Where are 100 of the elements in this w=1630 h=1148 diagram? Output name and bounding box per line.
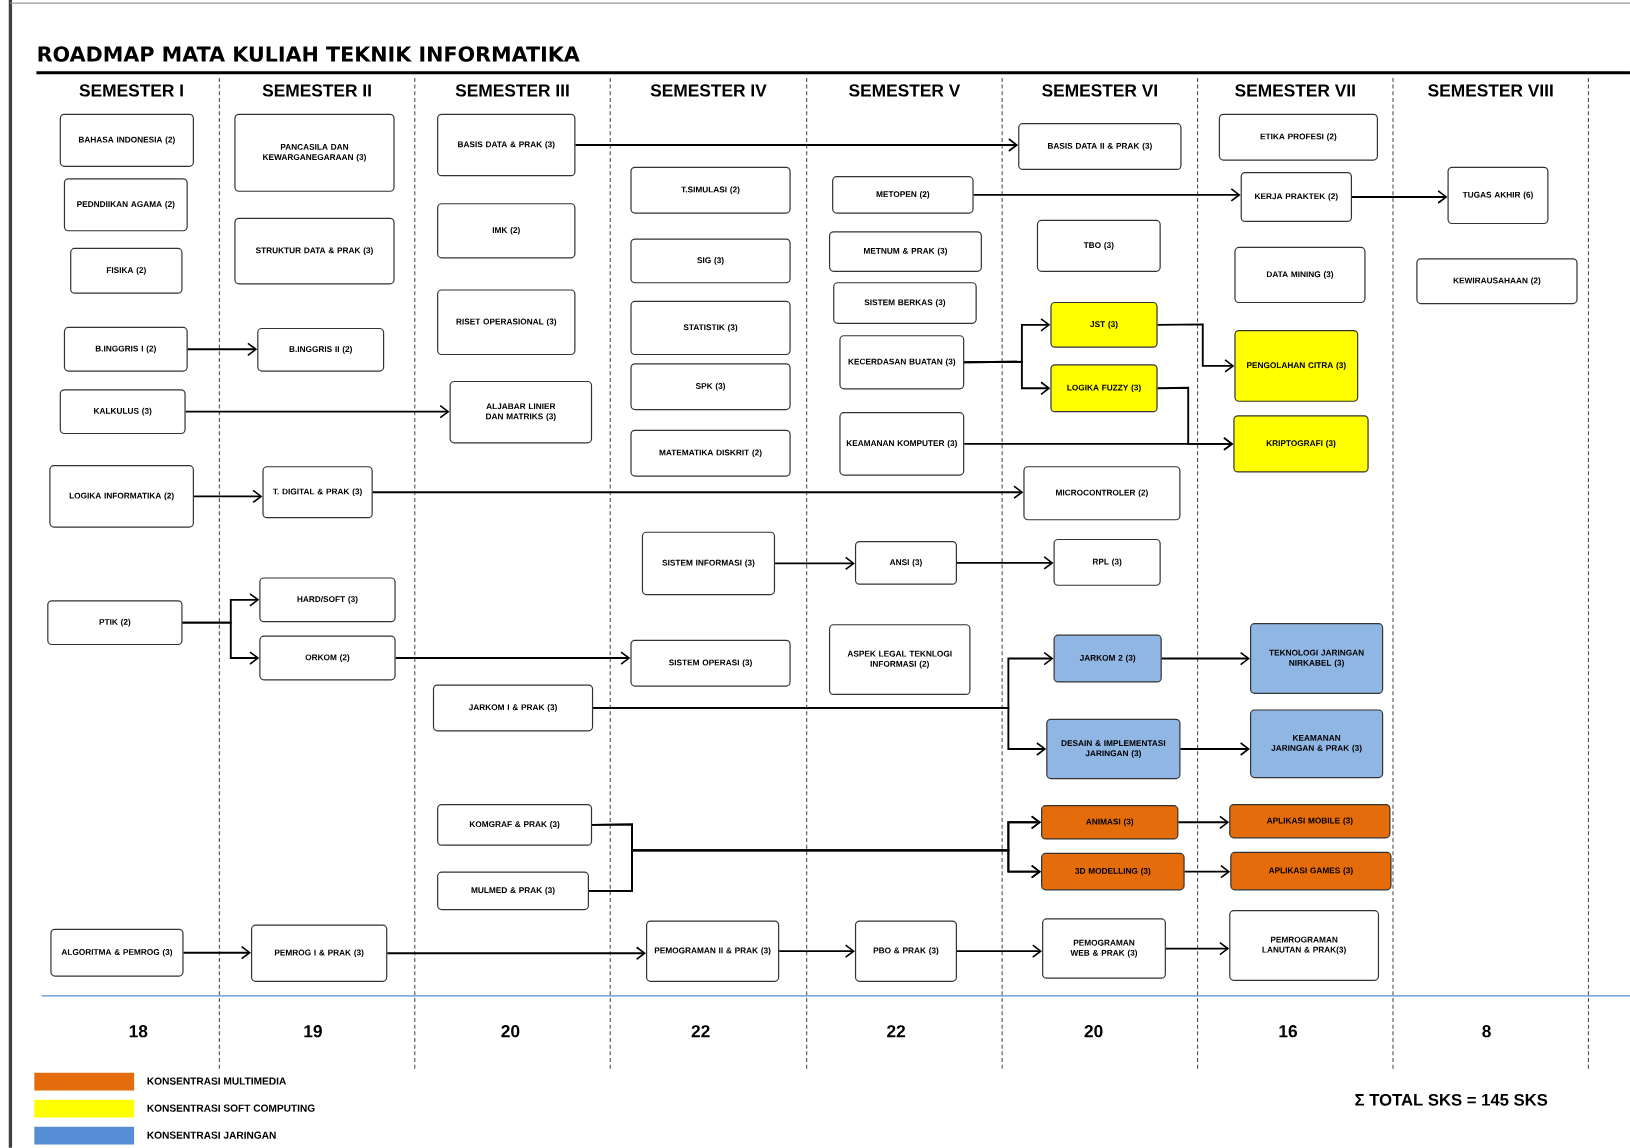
arrow [184, 404, 450, 419]
course-box: MULMED & PRAK (3) [437, 871, 589, 911]
course-box: B.INGGRIS II (2) [257, 327, 385, 372]
course-box: SISTEM INFORMASI (3) [641, 531, 776, 596]
column-header: SEMESTER I [79, 84, 183, 97]
credit-total: 20 [501, 1025, 520, 1038]
course-box: PEMROGRAMAN LANUTAN & PRAK(3) [1229, 910, 1380, 981]
course-box: KECERDASAN BUATAN (3) [839, 335, 965, 390]
column-header: SEMESTER IV [650, 84, 767, 97]
course-box: PENGOLAHAN CITRA (3) [1234, 329, 1359, 402]
course-box: ALGORITMA & PEMROG (3) [50, 928, 184, 977]
course-box: FISIKA (2) [70, 247, 183, 294]
course-box: PBO & PRAK (3) [854, 920, 957, 982]
arrow [386, 946, 646, 961]
arrow [574, 138, 1019, 152]
course-box: ORKOM (2) [259, 635, 396, 681]
course-box: SISTEM OPERASI (3) [630, 639, 791, 687]
course-box: RISET OPERASIONAL (3) [437, 289, 576, 356]
course-box: KEAMANAN JARINGAN & PRAK (3) [1250, 709, 1384, 779]
course-box: JARKOM 2 (3) [1053, 634, 1162, 683]
arrow [778, 944, 855, 958]
credit-total: 20 [1084, 1025, 1103, 1038]
course-box: TEKNOLOGI JARINGAN NIRKABEL (3) [1250, 623, 1384, 694]
course-box: JARKOM I & PRAK (3) [432, 684, 594, 732]
legend-text: KONSENTRASI SOFT COMPUTING [147, 1104, 315, 1112]
course-box: T.SIMULASI (2) [630, 166, 791, 214]
course-box: DESAIN & IMPLEMENTASI JARINGAN (3) [1046, 718, 1181, 780]
course-box: KALKULUS (3) [59, 389, 186, 435]
arrow [956, 944, 1043, 958]
arrow [371, 485, 1024, 500]
credit-total: 22 [691, 1025, 710, 1038]
course-box: IMK (2) [437, 203, 576, 259]
legend-text: KONSENTRASI MULTIMEDIA [147, 1077, 286, 1085]
course-box: SPK (3) [630, 363, 791, 411]
credit-total: 18 [129, 1025, 148, 1038]
arrow [956, 556, 1054, 570]
course-box: B.INGGRIS I (2) [63, 326, 188, 372]
course-box: METOPEN (2) [832, 176, 974, 214]
credit-total: 8 [1482, 1025, 1491, 1038]
course-box: KOMGRAF & PRAK (3) [437, 804, 593, 846]
course-box: SIG (3) [630, 238, 791, 284]
credit-total: 16 [1279, 1025, 1297, 1038]
column-header: SEMESTER VII [1235, 84, 1355, 97]
credit-total: 22 [887, 1025, 906, 1038]
course-box: ASPEK LEGAL TEKNLOGI INFORMASI (2) [828, 624, 971, 695]
course-box: STATISTIK (3) [630, 300, 791, 356]
course-box: MICROCONTROLER (2) [1023, 466, 1181, 521]
arrow [963, 360, 1051, 396]
arrow [963, 437, 1234, 451]
course-box: DATA MINING (3) [1234, 246, 1366, 304]
course-box: PEDNDIIKAN AGAMA (2) [63, 178, 188, 232]
legend-text: KONSENTRASI JARINGAN [147, 1131, 276, 1139]
total-credits: Σ TOTAL SKS = 145 SKS [1355, 1093, 1548, 1106]
title: ROADMAP MATA KULIAH TEKNIK INFORMATIKA [38, 46, 580, 62]
course-box: 3D MODELLING (3) [1041, 852, 1185, 891]
course-box: RPL (3) [1053, 538, 1161, 586]
course-box: KEWIRAUSAHAAN (2) [1416, 258, 1578, 305]
course-box: TUGAS AKHIR (6) [1447, 166, 1549, 225]
course-box: BAHASA INDONESIA (2) [59, 113, 194, 167]
arrow [193, 489, 263, 504]
column-header: SEMESTER V [849, 84, 961, 97]
course-box: BASIS DATA & PRAK (3) [437, 113, 576, 177]
arrow [1156, 323, 1235, 373]
course-box: T. DIGITAL & PRAK (3) [262, 466, 373, 519]
course-box: METNUM & PRAK (3) [828, 231, 982, 272]
arrow [774, 556, 855, 571]
course-box: APLIKASI MOBILE (3) [1229, 804, 1391, 839]
arrow [1183, 864, 1231, 879]
course-box: PEMOGRAMAN II & PRAK (3) [646, 920, 780, 982]
course-box: HARD/SOFT (3) [259, 577, 396, 623]
course-box: KRIPTOGRAFI (3) [1233, 415, 1369, 473]
course-box: PEMOGRAMAN WEB & PRAK (3) [1042, 918, 1166, 979]
course-box: JST (3) [1050, 301, 1158, 348]
course-box: SISTEM BERKAS (3) [833, 282, 977, 324]
course-box: MATEMATIKA DISKRIT (2) [630, 429, 791, 477]
arrow [1177, 815, 1230, 830]
arrow [592, 707, 1047, 756]
column-header: SEMESTER VI [1042, 84, 1157, 97]
course-box: ALJABAR LINIER DAN MATRIKS (3) [449, 380, 593, 444]
course-box: KEAMANAN KOMPUTER (3) [839, 412, 965, 476]
course-box: ANIMASI (3) [1041, 805, 1179, 840]
course-box: LOGIKA FUZZY (3) [1050, 364, 1158, 413]
course-box: PEMROG I & PRAK (3) [250, 924, 388, 982]
arrow [588, 849, 1042, 892]
column-header: SEMESTER VIII [1428, 84, 1553, 97]
course-box: LOGIKA INFORMATIKA (2) [49, 465, 194, 528]
arrow [1179, 742, 1250, 756]
arrow [186, 342, 258, 357]
course-box: ANSI (3) [854, 541, 957, 585]
column-header: SEMESTER II [262, 84, 371, 97]
column-header: SEMESTER III [455, 84, 569, 97]
arrow [972, 188, 1241, 202]
credit-total: 19 [304, 1025, 322, 1038]
arrow [1165, 941, 1230, 956]
arrow [182, 945, 251, 960]
course-box: TBO (3) [1036, 219, 1161, 272]
arrow [1160, 651, 1250, 666]
arrow [181, 621, 260, 665]
course-box: STRUKTUR DATA & PRAK (3) [234, 217, 395, 285]
course-box: ETIKA PROFESI (2) [1218, 113, 1378, 161]
